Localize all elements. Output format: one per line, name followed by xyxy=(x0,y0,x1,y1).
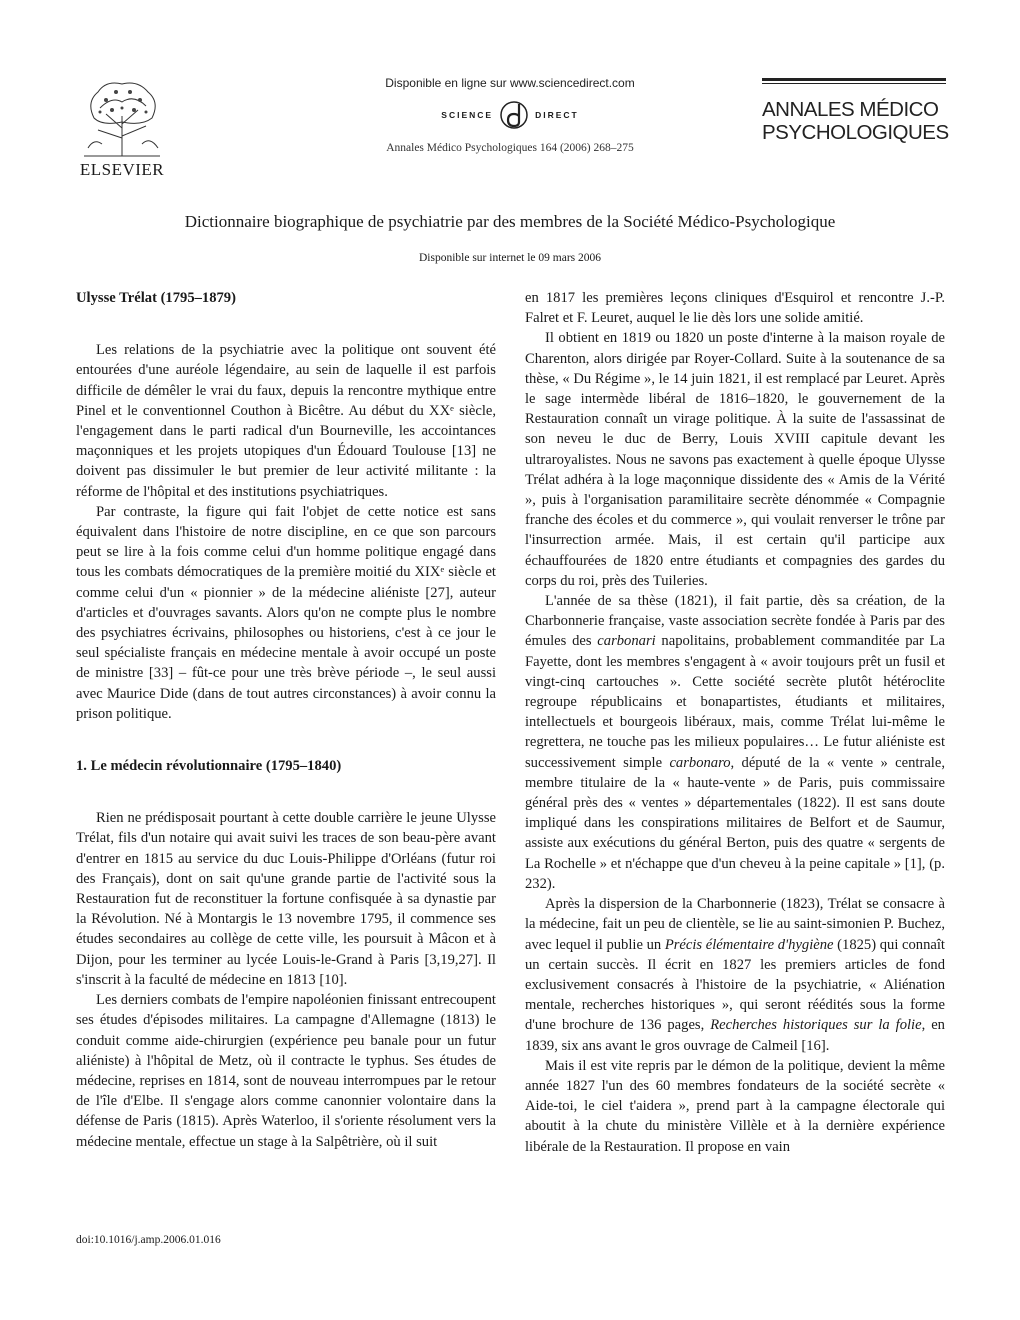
paragraph: Par contraste, la figure qui fait l'obje… xyxy=(76,503,496,722)
header-center: Disponible en ligne sur www.sciencedirec… xyxy=(300,76,720,154)
paragraph: Les derniers combats de l'empire napoléo… xyxy=(76,992,496,1150)
sd-left-text: SCIENCE xyxy=(441,110,494,120)
doi-link[interactable]: doi:10.1016/j.amp.2006.01.016 xyxy=(76,1234,221,1246)
publisher-name: ELSEVIER xyxy=(79,160,165,179)
section-title: Ulysse Trélat (1795–1879) xyxy=(76,290,236,306)
document-title: Dictionnaire biographique de psychiatrie… xyxy=(184,212,836,231)
journal-title-line1: ANNALES MÉDICO xyxy=(762,98,939,121)
journal-title-rule-thin xyxy=(762,83,946,84)
text-run: , en 1839, six ans avant le gros ouvrage… xyxy=(525,1017,945,1054)
available-online-link[interactable]: Disponible en ligne sur www.sciencedirec… xyxy=(385,76,635,90)
section-heading: 1. Le médecin révolutionnaire (1795–1840… xyxy=(76,758,342,775)
paragraph: Les relations de la psychiatrie avec la … xyxy=(76,342,496,500)
paragraph: Après la dispersion de la Charbonnerie (… xyxy=(525,894,945,1056)
italic-title: Recherches historiques sur la folie xyxy=(710,1017,922,1034)
text-run: napolitains, probablement commanditée pa… xyxy=(525,633,945,771)
paragraph: Rien ne prédisposait pourtant à cette do… xyxy=(76,810,496,988)
italic-title: Précis élémentaire d'hygiène xyxy=(664,936,834,953)
text-run: L'année de sa thèse (1821), il fait part… xyxy=(525,593,945,650)
text-run: Après la dispersion de la Charbonnerie (… xyxy=(525,896,945,953)
italic-term: carbonari xyxy=(597,633,656,650)
paragraph: L'année de sa thèse (1821), il fait part… xyxy=(525,591,945,894)
journal-title-block: ANNALES MÉDICO PSYCHOLOGIQUES xyxy=(762,78,949,144)
document-available-date: Disponible sur internet le 09 mars 2006 xyxy=(418,252,602,264)
right-column: en 1817 les premières leçons cliniques d… xyxy=(525,288,945,1157)
paragraph: en 1817 les premières leçons cliniques d… xyxy=(525,290,945,327)
italic-term: carbonaro xyxy=(669,754,731,771)
text-run: (1825) qui connaît un certain succès. Il… xyxy=(525,936,945,1034)
elsevier-logo: ELSEVIER xyxy=(76,78,168,179)
journal-title-rule xyxy=(762,78,946,81)
paragraph: Mais il est vite repris par le démon de … xyxy=(525,1057,945,1155)
text-run: , député de la « vente » centrale, membr… xyxy=(525,754,945,892)
sciencedirect-logo: SCIENCE DIRECT xyxy=(300,100,720,130)
left-column: Ulysse Trélat (1795–1879) Les relations … xyxy=(76,288,496,1152)
journal-reference: Annales Médico Psychologiques 164 (2006)… xyxy=(386,142,634,154)
sciencedirect-d-icon xyxy=(500,101,528,129)
paragraph: Il obtient en 1819 ou 1820 un poste d'in… xyxy=(525,330,945,589)
elsevier-tree-icon xyxy=(76,78,168,158)
journal-title-line2: PSYCHOLOGIQUES xyxy=(762,121,949,144)
sd-right-text: DIRECT xyxy=(535,110,579,120)
